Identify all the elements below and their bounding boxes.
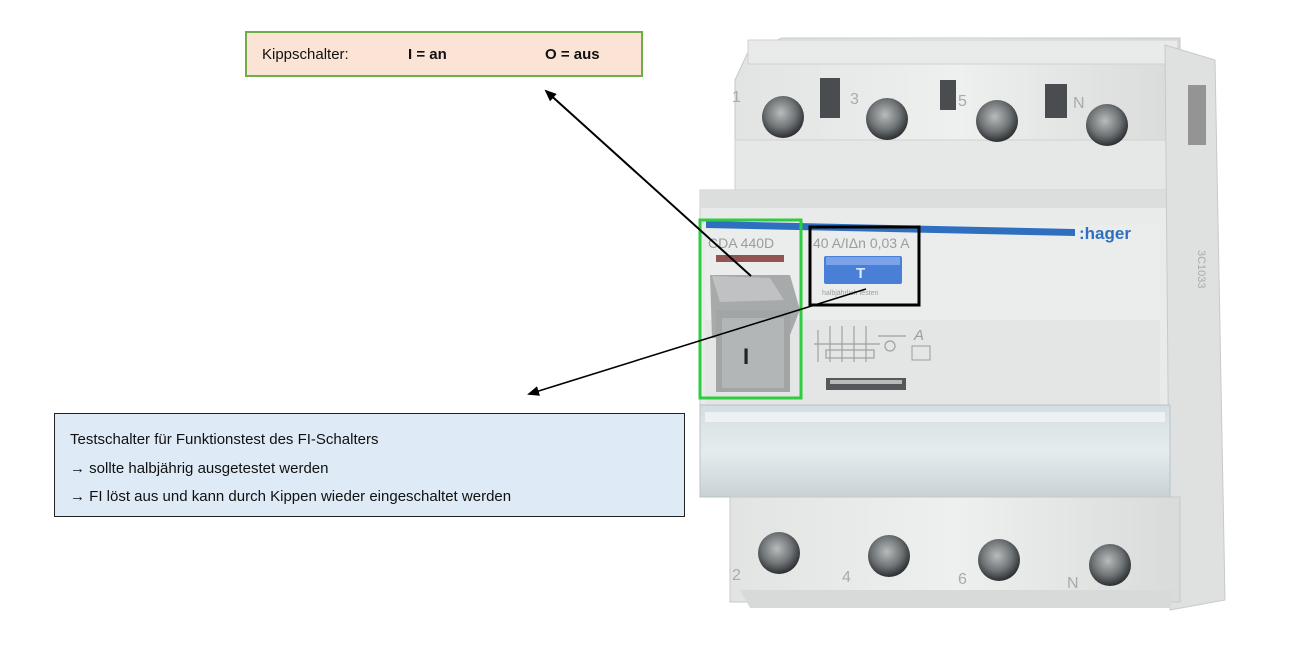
label-slot-inner <box>830 380 902 384</box>
toggle-on-label: I = an <box>408 46 447 63</box>
toggle-note-label: Kippschalter: <box>262 46 349 63</box>
clamp-icon <box>940 80 956 110</box>
terminal-number: 5 <box>958 93 967 110</box>
screw-icon <box>758 532 800 574</box>
wave-symbol-icon <box>911 345 931 361</box>
side-barcode <box>1188 85 1206 145</box>
toggle-switch-note: Kippschalter: I = an O = aus <box>245 31 643 77</box>
screw-icon <box>762 96 804 138</box>
cover-highlight <box>705 412 1165 422</box>
rating-label: 40 A/IΔn 0,03 A <box>813 235 910 251</box>
clamp-icon <box>820 78 840 118</box>
bottom-foot <box>740 590 1175 608</box>
clamp-icon <box>1045 84 1067 118</box>
screw-icon <box>978 539 1020 581</box>
screw-icon <box>868 535 910 577</box>
panel-top-edge <box>700 190 1170 208</box>
bottom-screws <box>758 532 1131 586</box>
wiring-schematic-icon <box>814 326 906 362</box>
screw-icon <box>976 100 1018 142</box>
screw-icon <box>866 98 908 140</box>
test-note-line: → sollte halbjährig ausgetestet werden <box>70 459 329 477</box>
test-button-highlight-box <box>808 225 921 307</box>
terminal-number: 2 <box>732 567 741 584</box>
top-shelf <box>734 139 1181 191</box>
trip-indicator <box>716 255 784 262</box>
test-button-top <box>826 257 900 265</box>
side-code: 3C1033 <box>1195 250 1207 289</box>
test-switch-note: Testschalter für Funktionstest des FI-Sc… <box>54 413 685 517</box>
type-mark: A <box>913 327 924 344</box>
toggle-off-label: O = aus <box>545 46 600 63</box>
rcd-device: 1 3 5 N 2 4 6 N :hager 3C1033 CDA 440D I… <box>699 37 1226 611</box>
test-button-key: T <box>856 265 865 282</box>
brand-logo: :hager <box>1079 224 1131 243</box>
toggle-face <box>722 318 784 388</box>
screw-icon <box>1086 104 1128 146</box>
terminal-number: N <box>1073 95 1085 112</box>
switch-mark: I <box>743 344 749 369</box>
test-arrow <box>527 288 867 396</box>
model-label: CDA 440D <box>708 235 774 251</box>
toggle-switch[interactable]: I <box>710 275 800 392</box>
terminal-number: 1 <box>732 89 741 106</box>
toggle-arrow <box>544 89 752 277</box>
terminal-number: 4 <box>842 569 851 586</box>
top-screws <box>762 96 1128 146</box>
test-note-line: Testschalter für Funktionstest des FI-Sc… <box>70 431 379 448</box>
terminal-number: N <box>1067 575 1079 592</box>
top-ridge <box>747 39 1179 65</box>
test-note-line: → FI löst aus und kann durch Kippen wied… <box>70 488 512 505</box>
screw-icon <box>1089 544 1131 586</box>
test-button[interactable]: T <box>824 256 902 284</box>
terminal-number: 6 <box>958 571 967 588</box>
terminal-number: 3 <box>850 91 859 108</box>
toggle-top <box>712 276 784 302</box>
